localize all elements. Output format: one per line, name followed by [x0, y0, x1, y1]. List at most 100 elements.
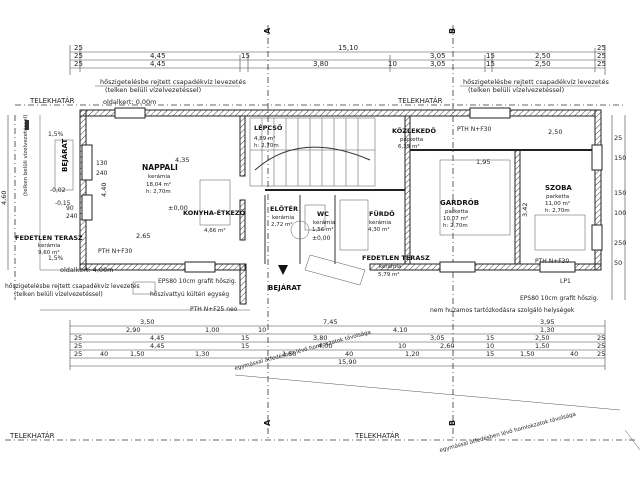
- dim-bottom-row4: 4,45: [150, 342, 164, 350]
- level-1: ±0,00: [168, 204, 188, 212]
- dim-top-row2: 3,05: [430, 52, 446, 60]
- heating-note: nem huzamos tartózkodásra szolgáló helys…: [430, 307, 575, 314]
- section-a-bottom: A: [263, 419, 272, 426]
- level-4: -0,15: [55, 200, 71, 207]
- dim-435: 4,35: [175, 156, 189, 164]
- dim-bottom-row5: 1,50: [130, 350, 144, 358]
- room-nappali-floor: kerámia: [148, 173, 170, 180]
- room-szoba-h: h: 2,70m: [545, 208, 570, 214]
- dim-bottom-row3: 2,50: [535, 334, 549, 342]
- terrace-bottom-floor: kerámia: [379, 263, 401, 270]
- section-b-top: B: [448, 28, 457, 34]
- rain-note-bottom-sub: (telken belüli vízelvezetéssel): [14, 291, 103, 298]
- dim-right: 150: [614, 154, 626, 162]
- rain-note-top-left: hőszigetelésbe rejtett csapadékvíz levez…: [100, 77, 246, 86]
- room-szoba-name: SZOBA: [545, 184, 572, 192]
- room-nappali-name: NAPPALI: [142, 163, 178, 172]
- windows: [81, 107, 603, 273]
- room-lepcso-h: h: 2,70m: [254, 143, 279, 149]
- dim-265: 2,65: [136, 232, 150, 240]
- diagonal-note-2: egymással átfedésben lévő homlokzatok tá…: [439, 411, 577, 454]
- dim-bottom-row2: 2,90: [126, 326, 140, 334]
- dim-bottom-row3: 25: [597, 334, 605, 342]
- entry-left: BEJÁRAT: [60, 139, 69, 172]
- dim-bottom-row4: 25: [74, 342, 82, 350]
- property-line-label: TELEKHATÁR: [29, 96, 75, 105]
- dim-bottom-row2: 1,30: [540, 326, 554, 334]
- dim-top-row3: 25: [74, 60, 83, 68]
- section-b-bottom: B: [448, 420, 457, 426]
- room-szoba-floor: parketta: [546, 194, 569, 200]
- terrace-left-floor: kerámia: [38, 242, 60, 249]
- room-szoba-area: 11,00 m²: [545, 200, 570, 207]
- dim-top-row1-right: 25: [597, 44, 606, 52]
- dim-right: 25: [614, 134, 622, 142]
- property-line-label: TELEKHATÁR: [354, 431, 400, 440]
- slope-left-bottom: 1,5%: [48, 255, 64, 262]
- dim-bottom-row1: 7,45: [323, 318, 337, 326]
- room-gardrob-name: GARDRÓB: [440, 198, 479, 207]
- room-furdo-area: 4,30 m²: [368, 226, 390, 233]
- dim-bottom-row3: 15: [241, 334, 249, 342]
- dim-240b: 240: [66, 213, 78, 220]
- room-gardrob-floor: parketta: [445, 209, 468, 215]
- building-walls: [79, 109, 602, 305]
- property-line-bottom: TELEKHATÁR TELEKHATÁR: [5, 429, 640, 451]
- property-line-top: TELEKHATÁR TELEKHATÁR: [15, 96, 625, 106]
- rain-note-bottom: hőszigetelésbe rejtett csapadékvíz levez…: [5, 283, 140, 290]
- dim-top-row3: 2,50: [535, 60, 551, 68]
- dim-top-total: 15,10: [338, 44, 358, 52]
- room-labels: LÉPCSŐ 4,89 m² h: 2,70m KÖZLEKEDŐ parket…: [142, 123, 572, 292]
- dim-top-row2: 25: [597, 52, 606, 60]
- bottom-dimensions: 3,50 7,45 3,95 2,90 1,00 10 4,10 1,30 25…: [69, 318, 606, 370]
- right-side-dimensions: 25 150 150 100 250 50: [611, 115, 626, 300]
- room-gardrob-area: 10,07 m²: [443, 215, 468, 222]
- dim-bottom-total: 15,90: [338, 358, 357, 366]
- dim-top-row3: 10: [388, 60, 397, 68]
- terrace-left-name: FEDETLEN TERASZ: [15, 234, 83, 242]
- dim-top-row2: 15: [241, 52, 250, 60]
- dim-bottom-row5: 40: [100, 350, 108, 358]
- dim-left-460: 4,60: [0, 191, 8, 205]
- dim-bottom-row5: 40: [570, 350, 578, 358]
- terrace-left-area: 9,60 m²: [38, 249, 60, 256]
- dim-bottom-row4: 1,50: [535, 342, 549, 350]
- dim-top-row2: 4,45: [150, 52, 166, 60]
- left-terrace: FEDETLEN TERASZ kerámia 9,60 m² BEJÁRAT …: [14, 115, 83, 300]
- dim-bottom-row5: 15: [486, 350, 494, 358]
- dim-bottom-row5: 25: [597, 350, 605, 358]
- dim-bottom-row5: 1,30: [195, 350, 209, 358]
- level-2: ±0,00: [312, 235, 331, 242]
- room-furdo-floor: kerámia: [369, 219, 391, 226]
- room-wc-name: WC: [317, 210, 329, 218]
- dim-bottom-row3: 4,45: [150, 334, 164, 342]
- dim-195: 1,95: [476, 158, 490, 166]
- terrace-bottom-area: 5,79 m²: [378, 271, 400, 278]
- dim-bottom-row5: 1,50: [282, 350, 296, 358]
- dim-top-row3: 4,45: [150, 60, 166, 68]
- window-labels: PTH N+F30 PTH N+F30 PTH N+F30 LP1: [98, 126, 571, 285]
- dim-bottom-row3: 25: [74, 334, 82, 342]
- window-pth-a: PTH N+F30: [457, 126, 491, 133]
- room-eloter-name: ELŐTÉR: [270, 204, 298, 213]
- dim-top-row3: 25: [597, 60, 606, 68]
- dim-top-row2: 15: [486, 52, 495, 60]
- rain-note-top-right-sub: (telken belüli vízelvezetéssel): [468, 86, 564, 94]
- dim-right: 50: [614, 259, 622, 267]
- window-pth-c: PTH N+F30: [535, 258, 569, 265]
- dim-right: 100: [614, 209, 626, 217]
- dim-bottom-row5: 1,20: [405, 350, 419, 358]
- room-wc-area: 1,56 m²: [312, 226, 334, 233]
- dim-240a: 240: [96, 170, 108, 177]
- left-side-dimensions: 4,60: [0, 115, 9, 270]
- dim-250: 2,50: [548, 128, 562, 136]
- room-nappali-area: 18,04 m²: [146, 181, 171, 188]
- dim-top-row1-left: 25: [74, 44, 83, 52]
- dim-bottom-row3: 3,05: [430, 334, 444, 342]
- room-eloter-area: 2,72 m²: [271, 221, 293, 228]
- dim-bottom-row4: 4,00: [318, 342, 332, 350]
- window-pth-b: PTH N+F30: [98, 248, 132, 255]
- room-eloter-floor: kerámia: [272, 214, 294, 221]
- dim-130: 130: [96, 160, 108, 167]
